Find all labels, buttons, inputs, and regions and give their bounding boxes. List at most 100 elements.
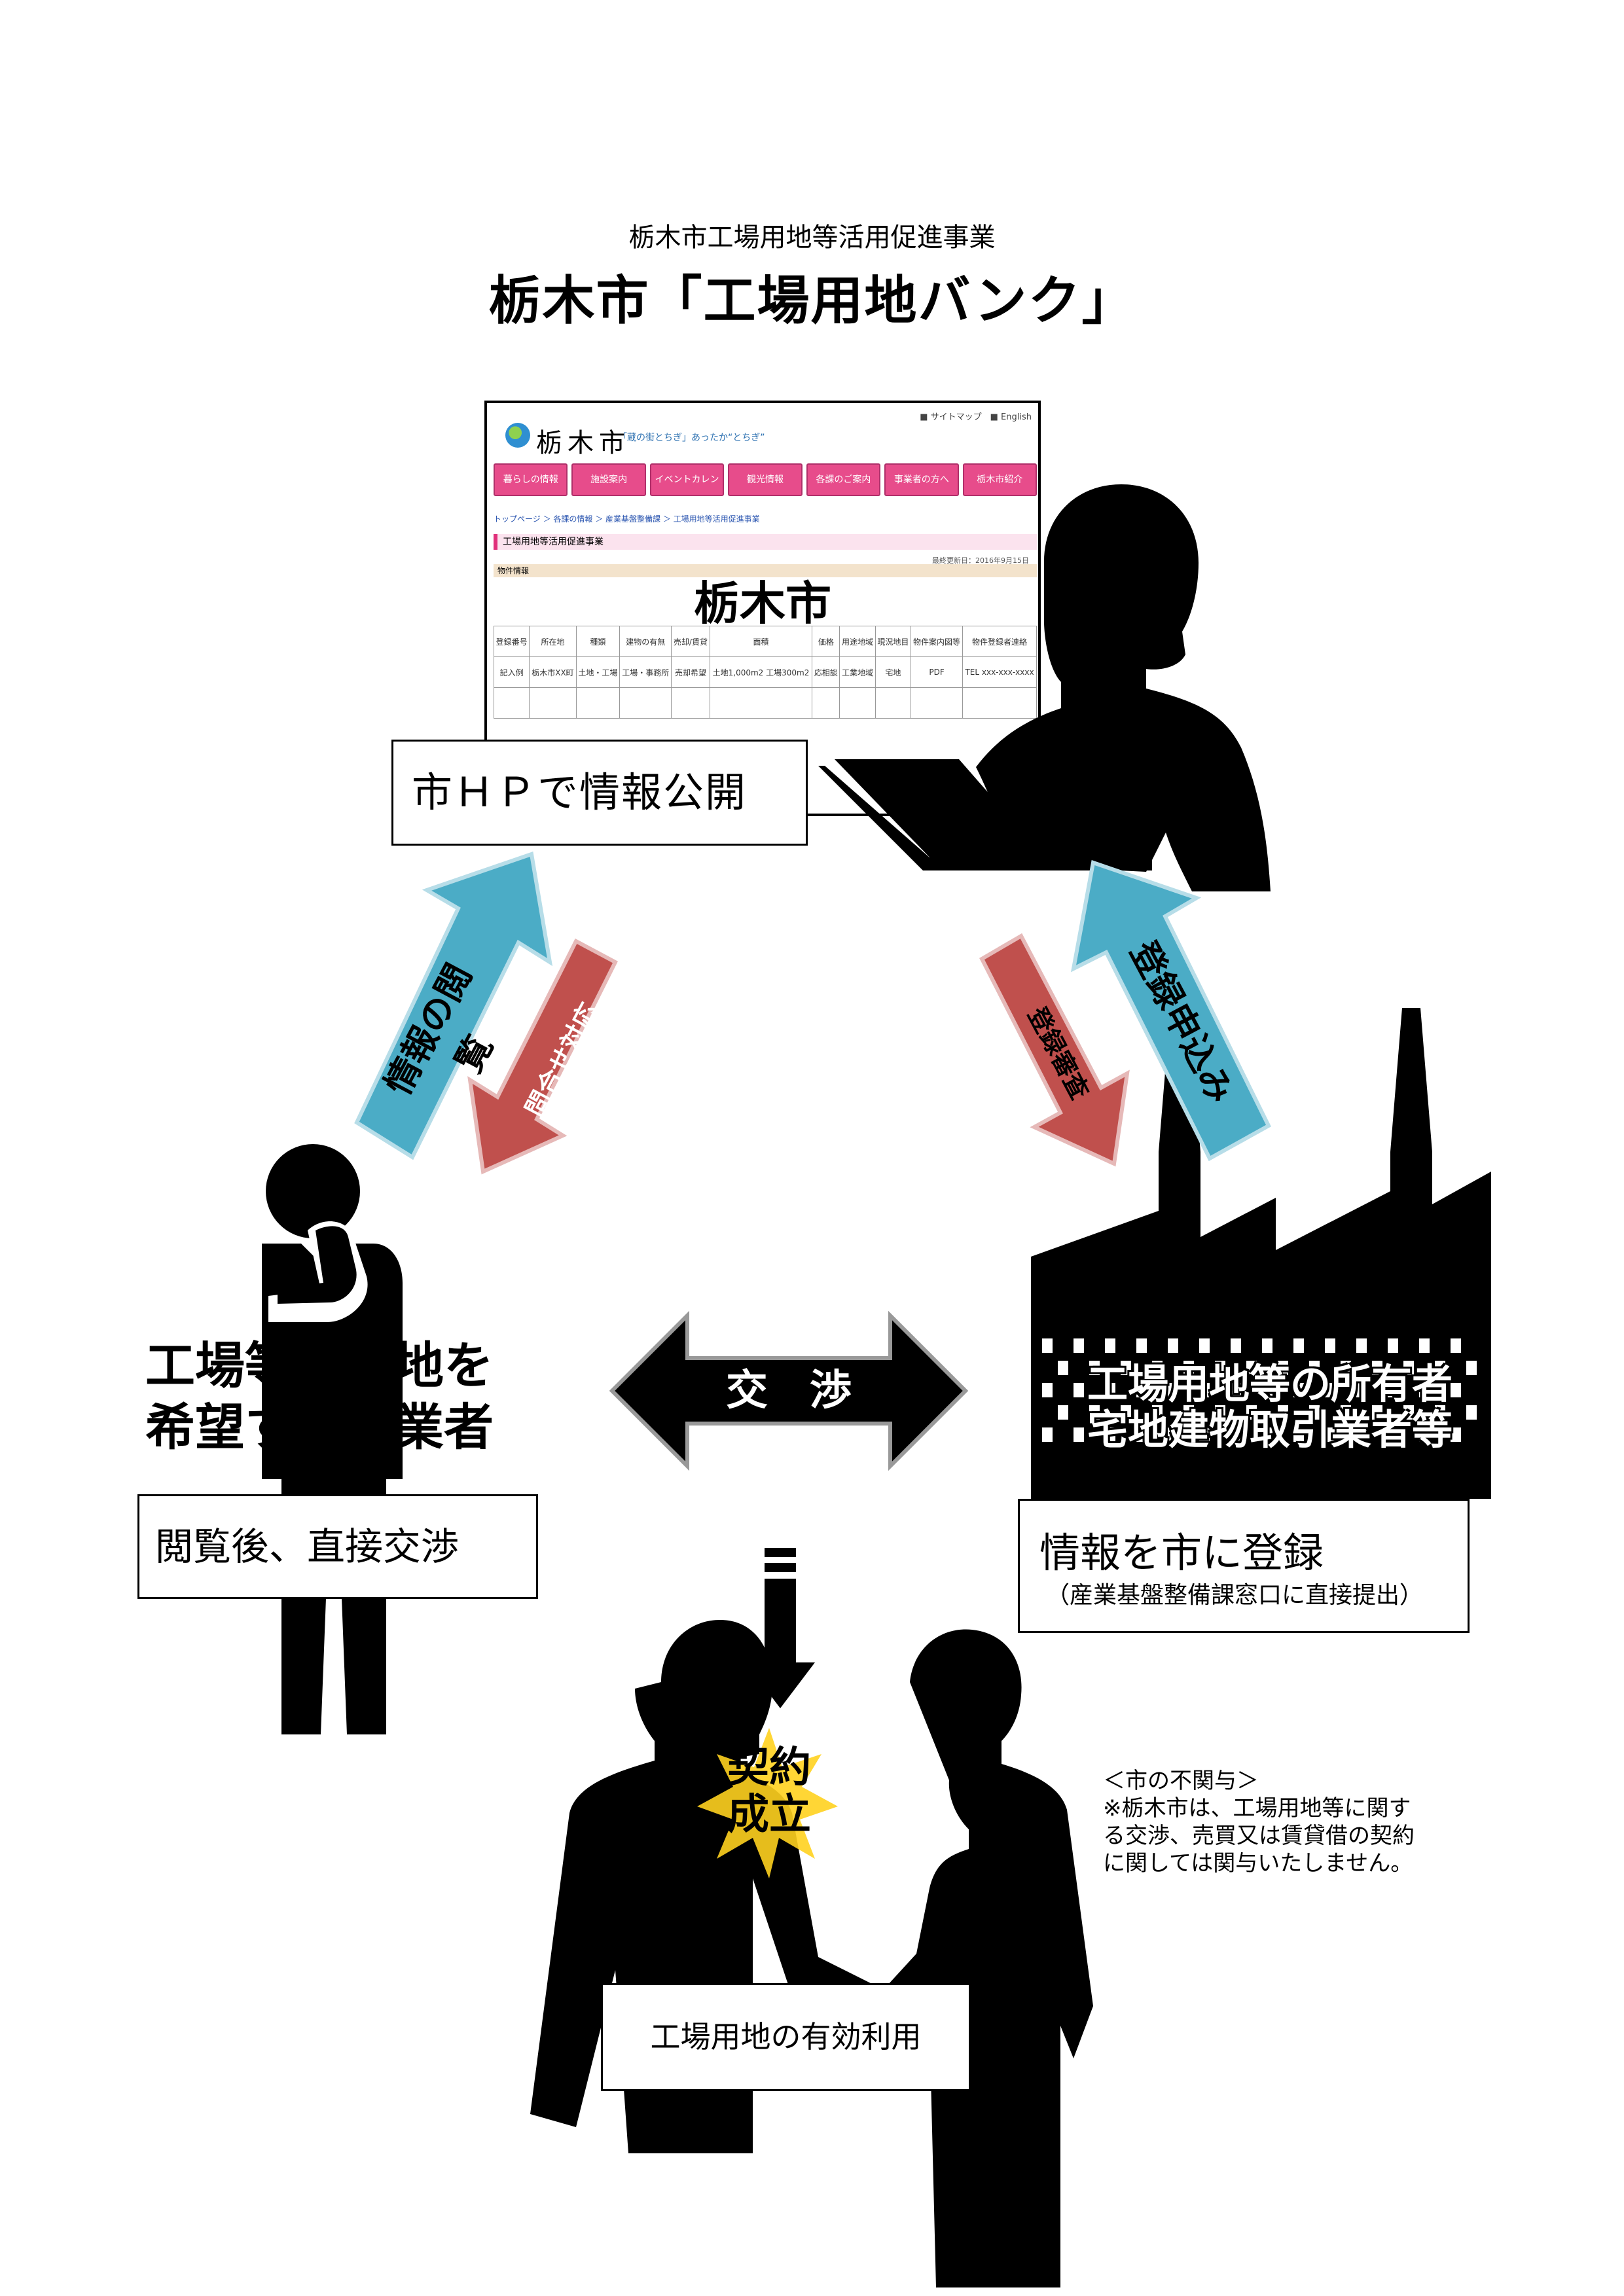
factory-window [1388,1427,1398,1442]
thinking-person-silhouette-icon [262,1144,403,1734]
factory-window [1183,1405,1194,1420]
factory-window [1403,1361,1414,1375]
browse-negotiate-box: 閲覧後、直接交渉 [137,1494,538,1599]
website-header: 栃木市 「蔵の街とちぎ」あったか“とちぎ” ■ サイトマップ ■ English [487,403,1038,462]
factory-window [1121,1405,1131,1420]
review-arrow-icon [979,933,1130,1167]
property-table: 登録番号 所在地 種類 建物の有無 売却/賃貸 面積 価格 用途地域 現況地目 … [493,626,1037,719]
factory-window [1042,1427,1053,1442]
factory-window [1042,1338,1053,1353]
factory-window [1152,1361,1163,1375]
note-line: ※栃木市は、工場用地等に関す [1103,1795,1411,1821]
factory-window [1451,1383,1461,1397]
factory-window [1293,1383,1304,1397]
contract-label-line: 成立 [727,1791,811,1839]
factory-window [1136,1338,1147,1353]
factory-window [1074,1338,1084,1353]
factory-window [1309,1361,1320,1375]
nav-item[interactable]: 事業者の方へ [884,463,959,496]
factory-window [1356,1427,1367,1442]
table-cell: 売却希望 [671,656,710,688]
factory-window [1089,1405,1100,1420]
factory-window [1309,1405,1320,1420]
table-header-cell: 現況地目 [875,626,912,657]
table-cell: TEL xxx-xxx-xxxx [962,656,1037,688]
info-view-arrow-icon [354,852,553,1160]
table-header-cell: 所在地 [529,626,577,657]
website-tagline: 「蔵の街とちぎ」あったか“とちぎ” [618,433,765,443]
business-label-line: 希望する事業者 [145,1398,494,1456]
factory-window [1403,1405,1414,1420]
table-header-cell: 登録番号 [493,626,530,657]
factory-window [1215,1361,1225,1375]
website-logo: 栃木市 [536,428,630,458]
owner-label: 工場用地等の所有者 宅地建物取引業者等 [1047,1361,1492,1453]
browse-negotiate-text: 閲覧後、直接交渉 [155,1524,460,1569]
factory-window [1168,1383,1178,1397]
table-cell: 土地1,000m2 工場300m2 [709,656,813,688]
factory-window [1058,1361,1068,1375]
business-label: 工場等の立地を 希望する事業者 [145,1335,494,1458]
factory-window [1231,1427,1241,1442]
table-cell: 工業地域 [839,656,876,688]
factory-window [1372,1361,1382,1375]
city-logo-icon [505,423,530,448]
nav-item[interactable]: 暮らしの情報 [494,463,568,496]
table-row: 登録番号 所在地 種類 建物の有無 売却/賃貸 面積 価格 用途地域 現況地目 … [493,626,1037,657]
factory-window [1372,1405,1382,1420]
factory-window [1121,1361,1131,1375]
factory-window [1262,1427,1272,1442]
updated-date: 最終更新日：2016年9月15日 [932,556,1029,565]
note-line: る交渉、売買又は賃貸借の契約 [1103,1823,1415,1849]
contract-burst-icon [697,1728,838,1878]
factory-window [1231,1338,1241,1353]
factory-window [1246,1361,1257,1375]
factory-window [1246,1405,1257,1420]
inquiry-arrow-icon [467,938,618,1175]
table-header-cell: 建物の有無 [619,626,672,657]
table-cell: 土地・工場 [575,656,621,688]
factory-window [1451,1427,1461,1442]
factory-window [1183,1361,1194,1375]
factory-window [1293,1338,1304,1353]
note-line: に関しては関与いたしません。 [1103,1850,1413,1876]
negotiation-label: 交 渉 [726,1367,852,1415]
properties-label: 物件情報 [494,564,1037,577]
negotiation-double-arrow-icon [609,1310,969,1471]
nav-item[interactable]: 栃木市紹介 [962,463,1037,496]
factory-window [1388,1383,1398,1397]
factory-window [1168,1427,1178,1442]
breadcrumb[interactable]: トップページ ＞ 各課の情報 ＞ 産業基盤整備課 ＞ 工場用地等活用促進事業 [494,514,760,524]
table-header-cell: 面積 [709,626,813,657]
nav-item[interactable]: 観光情報 [728,463,803,496]
factory-window [1278,1361,1288,1375]
factory-window [1199,1427,1210,1442]
nav-item[interactable]: 施設案内 [571,463,646,496]
factory-window [1341,1405,1351,1420]
handshake-silhouette-icon [530,1620,1093,2287]
factory-window [1168,1338,1178,1353]
nav-item[interactable]: 各課のご案内（電話番号） [806,463,881,515]
factory-window [1341,1361,1351,1375]
factory-window [1136,1383,1147,1397]
factory-window [1325,1383,1335,1397]
register-box: 情報を市に登録 （産業基盤整備課窓口に直接提出） [1018,1499,1470,1633]
factory-window [1058,1405,1068,1420]
effective-use-text: 工場用地の有効利用 [650,2019,922,2054]
factory-window [1199,1383,1210,1397]
website-screenshot: 栃木市 「蔵の街とちぎ」あったか“とちぎ” ■ サイトマップ ■ English… [484,401,1041,816]
factory-window [1262,1383,1272,1397]
factory-window [1074,1383,1084,1397]
factory-window [1074,1427,1084,1442]
factory-window [1356,1338,1367,1353]
factory-window [1419,1383,1430,1397]
table-row [493,687,1037,719]
factory-window [1325,1427,1335,1442]
nav-item[interactable]: イベントカレンダー [649,463,725,515]
factory-window [1215,1405,1225,1420]
factory-window [1089,1361,1100,1375]
page-title: 栃木市「工場用地バンク」 [488,270,1136,331]
website-top-links[interactable]: ■ サイトマップ ■ English [920,412,1032,422]
factory-window [1356,1383,1367,1397]
